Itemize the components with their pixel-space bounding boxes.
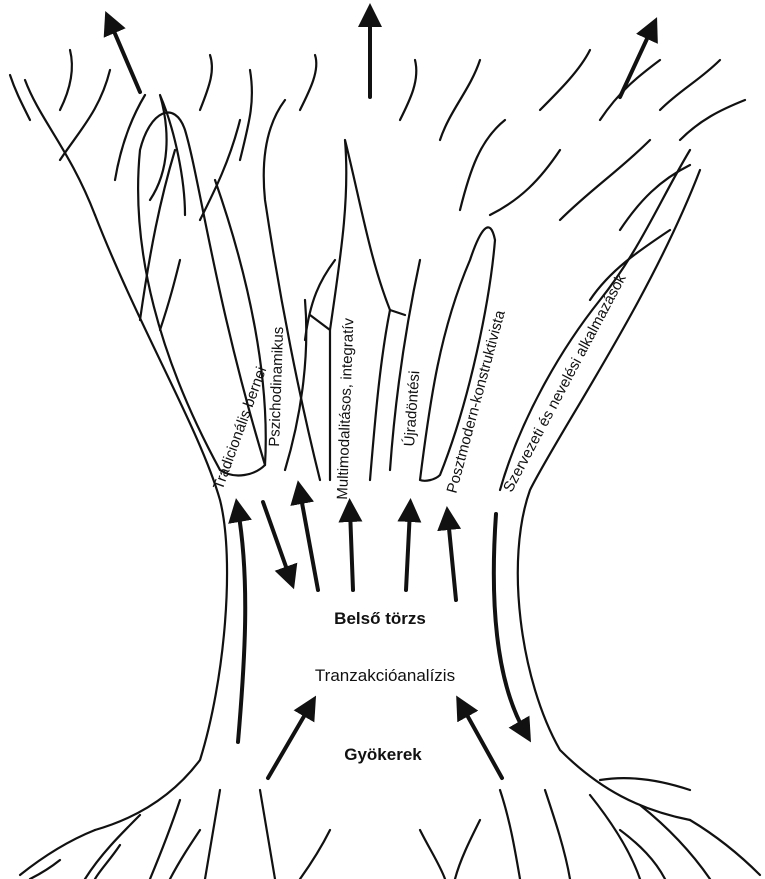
trunk-right-edge — [518, 170, 700, 820]
up-arrow-icon — [462, 706, 502, 778]
up-arrow-icon — [620, 28, 652, 97]
up-arrow-icon — [448, 518, 456, 600]
trunk-left-edge — [95, 215, 227, 830]
inner-trunk-label: Belső törzs — [334, 609, 426, 629]
down-arrow-icon — [263, 502, 290, 578]
up-arrow-icon — [268, 706, 310, 778]
roots-label: Gyökerek — [344, 745, 422, 765]
up-arrow-icon — [300, 492, 318, 590]
core-label: Tranzakcióanalízis — [315, 666, 455, 686]
up-arrow-icon — [238, 510, 245, 742]
up-arrow-icon — [110, 22, 140, 92]
roots — [20, 778, 760, 879]
up-arrow-icon — [406, 510, 410, 590]
canopy-branches — [10, 50, 745, 490]
arrows — [110, 15, 652, 778]
up-arrow-icon — [350, 510, 353, 590]
